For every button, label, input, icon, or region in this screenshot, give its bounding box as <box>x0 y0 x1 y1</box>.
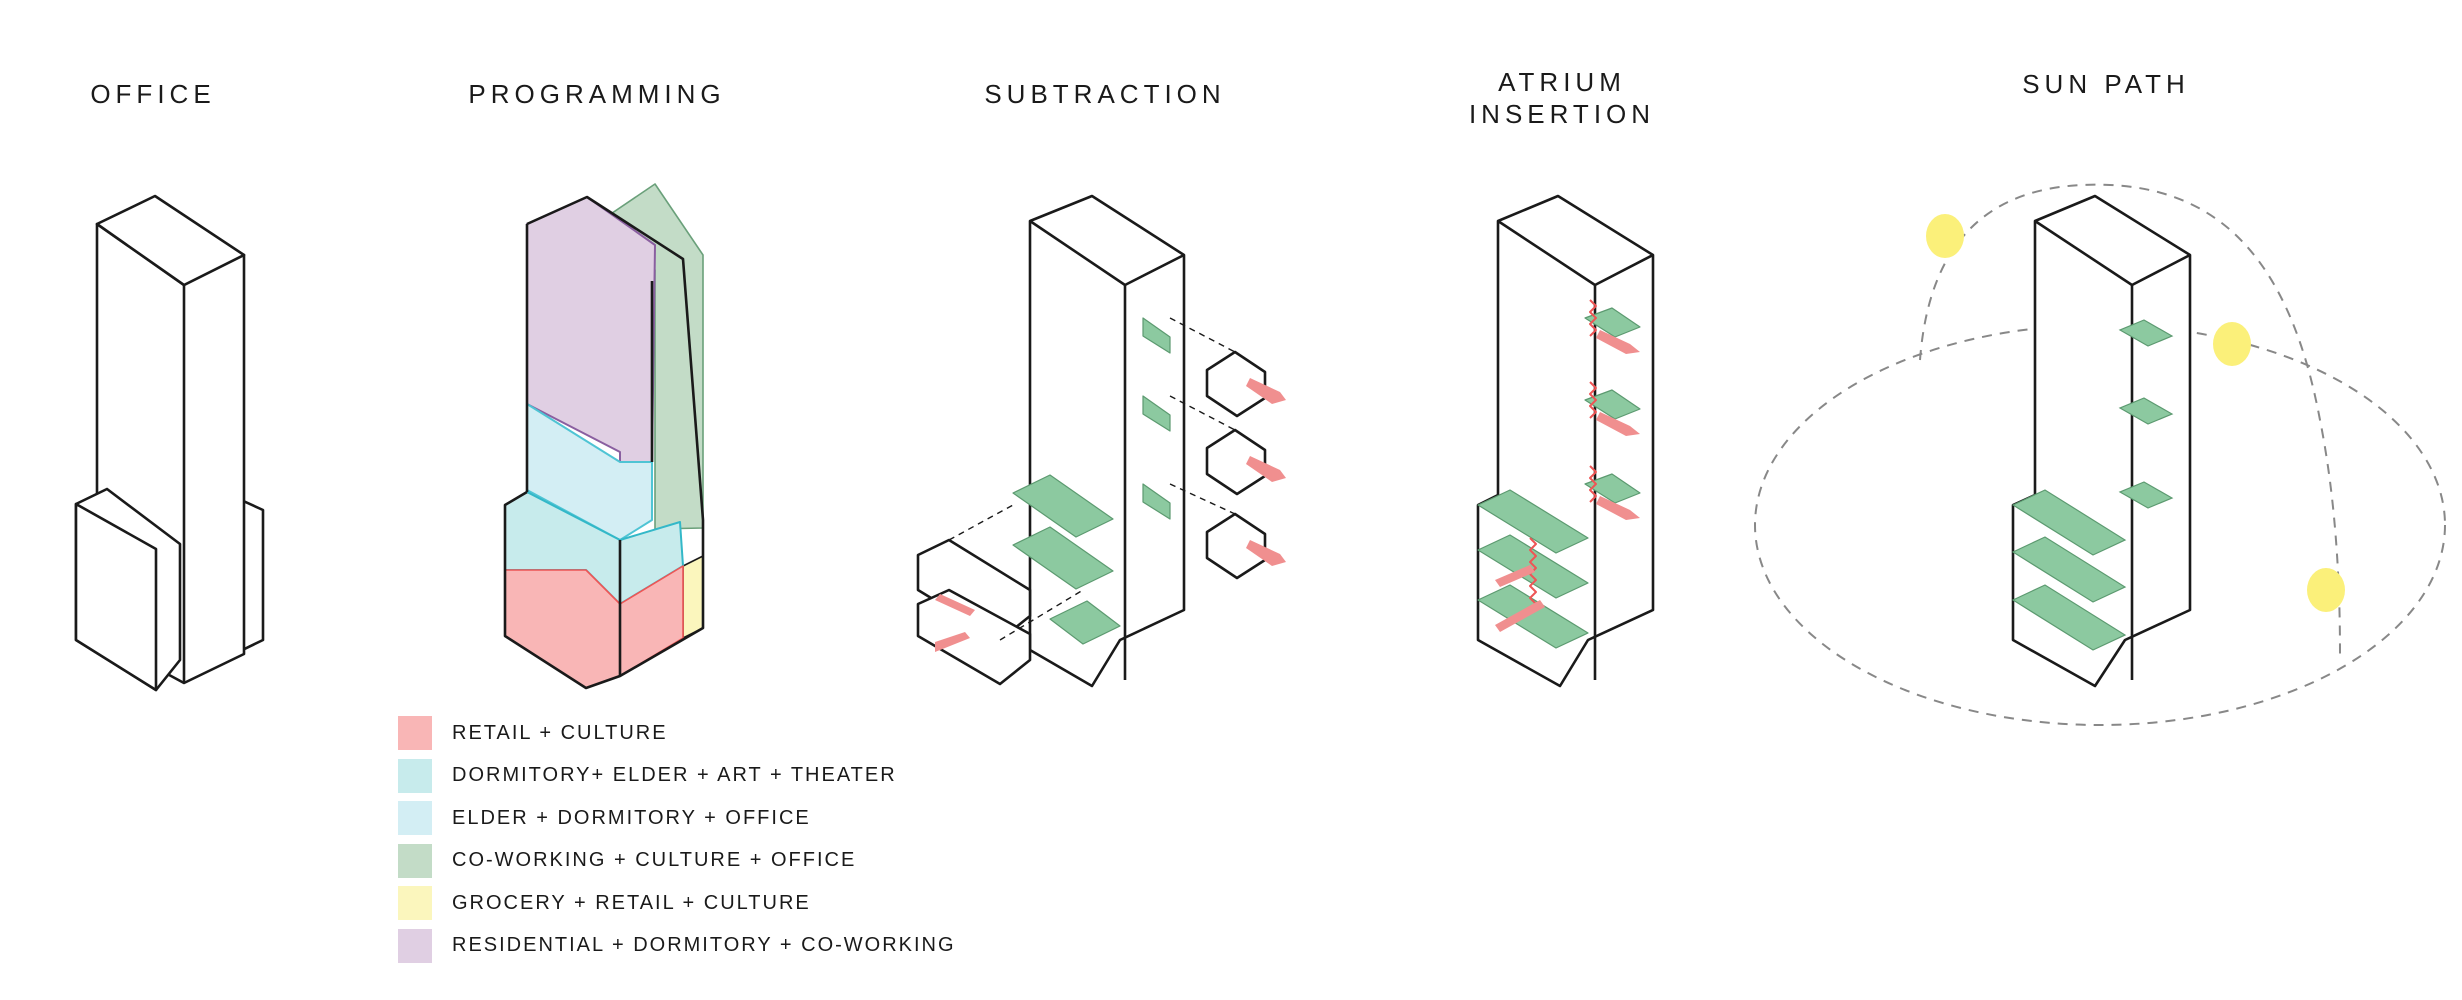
legend-item: RESIDENTIAL + DORMITORY + CO-WORKING <box>398 925 956 968</box>
atrium-title: ATRIUM INSERTION <box>1469 66 1655 130</box>
legend-label: CO-WORKING + CULTURE + OFFICE <box>452 849 857 872</box>
legend-label: DORMITORY+ ELDER + ART + THEATER <box>452 764 897 787</box>
legend-label: GROCERY + RETAIL + CULTURE <box>452 891 811 914</box>
legend-item: CO-WORKING + CULTURE + OFFICE <box>398 840 956 883</box>
legend-item: ELDER + DORMITORY + OFFICE <box>398 797 956 840</box>
legend-label: RESIDENTIAL + DORMITORY + CO-WORKING <box>452 934 956 957</box>
subtraction-title: SUBTRACTION <box>984 79 1226 109</box>
legend-swatch <box>398 758 432 793</box>
legend-swatch <box>398 801 432 836</box>
legend-swatch <box>398 886 432 921</box>
legend-swatch <box>398 843 432 878</box>
legend-item: GROCERY + RETAIL + CULTURE <box>398 882 956 925</box>
subtraction-massing <box>916 194 1286 688</box>
legend-swatch <box>398 928 432 963</box>
legend-label: ELDER + DORMITORY + OFFICE <box>452 806 811 829</box>
flow-arrows <box>935 378 1286 652</box>
atrium-massing <box>1476 194 1655 688</box>
legend: RETAIL + CULTURE DORMITORY+ ELDER + ART +… <box>398 712 956 967</box>
legend-item: DORMITORY+ ELDER + ART + THEATER <box>398 755 956 798</box>
programming-massing <box>503 183 705 690</box>
legend-label: RETAIL + CULTURE <box>452 721 668 744</box>
sun-icon-group <box>1926 214 2345 612</box>
programming-title: PROGRAMMING <box>468 79 726 109</box>
sun-path-diagram <box>1754 183 2446 726</box>
atrium-title-line1: ATRIUM <box>1498 67 1626 97</box>
office-title: OFFICE <box>90 79 216 109</box>
sun-path-title: SUN PATH <box>2022 69 2190 99</box>
atrium-title-line2: INSERTION <box>1468 99 1656 129</box>
legend-swatch <box>398 716 432 751</box>
legend-item: RETAIL + CULTURE <box>398 712 956 755</box>
office-massing <box>74 194 265 692</box>
